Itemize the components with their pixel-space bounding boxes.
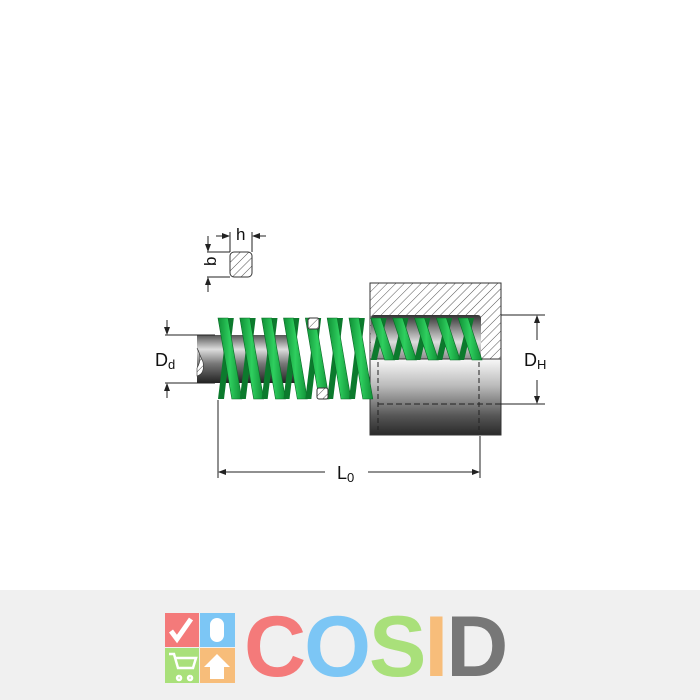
- footer-band: [0, 590, 700, 700]
- coil-front-strand: [348, 317, 374, 400]
- wire-cut-bottom: [316, 387, 329, 400]
- bore-diameter-label: DH: [524, 350, 546, 372]
- logo-letter: S: [369, 599, 426, 695]
- free-length-label: L0: [337, 463, 354, 485]
- logo-letter: C: [244, 599, 306, 695]
- spring-coils: [217, 317, 483, 400]
- house-icon: [204, 654, 230, 679]
- mouse-icon: [210, 618, 224, 642]
- wire-cut-top: [307, 317, 320, 330]
- rod-diameter-label: Dd: [155, 350, 175, 372]
- housing-bore-dimension: DH: [501, 314, 546, 405]
- logo-letter: I: [424, 599, 448, 695]
- width-label-h: h: [236, 225, 245, 244]
- height-label-b: b: [201, 257, 220, 266]
- checkmark-icon: [169, 617, 194, 644]
- cart-icon: [169, 652, 198, 682]
- wire-cross-section: h b: [201, 225, 266, 292]
- free-length-dimension: L0: [217, 400, 481, 485]
- logo-letter: O: [304, 599, 371, 695]
- cosid-logo-text: COSID: [244, 599, 508, 695]
- logo-letter: D: [446, 599, 508, 695]
- coil-front-strand: [457, 317, 483, 361]
- die-spring-diagram: h b Dd DH L0: [155, 225, 546, 485]
- cosid-logo-tiles: [165, 613, 235, 683]
